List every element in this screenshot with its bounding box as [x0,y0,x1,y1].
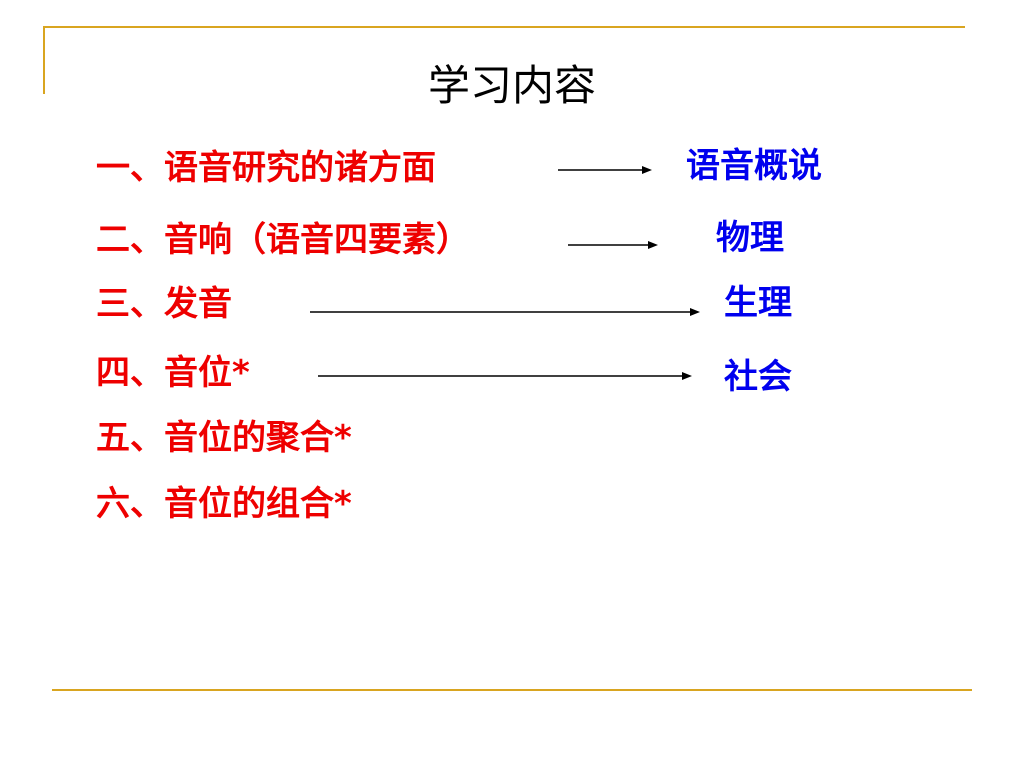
arrow-4-head [682,372,692,380]
content-item-5: 五、音位的聚合* [96,418,352,458]
content-item-2: 二、音响（语音四要素） [96,220,470,260]
category-label-overview: 语音概说 [686,146,822,186]
category-label-social: 社会 [724,357,792,397]
content-item-1: 一、语音研究的诸方面 [96,148,436,188]
category-label-physiological: 生理 [724,283,792,323]
content-item-3: 三、发音 [96,284,232,324]
content-item-4: 四、音位* [96,353,250,393]
frame-top-line [43,26,965,28]
arrow-3-head [690,308,700,316]
arrow-1-head [642,166,652,174]
content-item-6: 六、音位的组合* [96,484,352,524]
slide-title: 学习内容 [427,61,596,110]
frame-left-line [43,26,45,94]
category-label-physical: 物理 [716,218,784,258]
arrow-2-head [648,241,658,249]
frame-bottom-line [52,689,972,691]
